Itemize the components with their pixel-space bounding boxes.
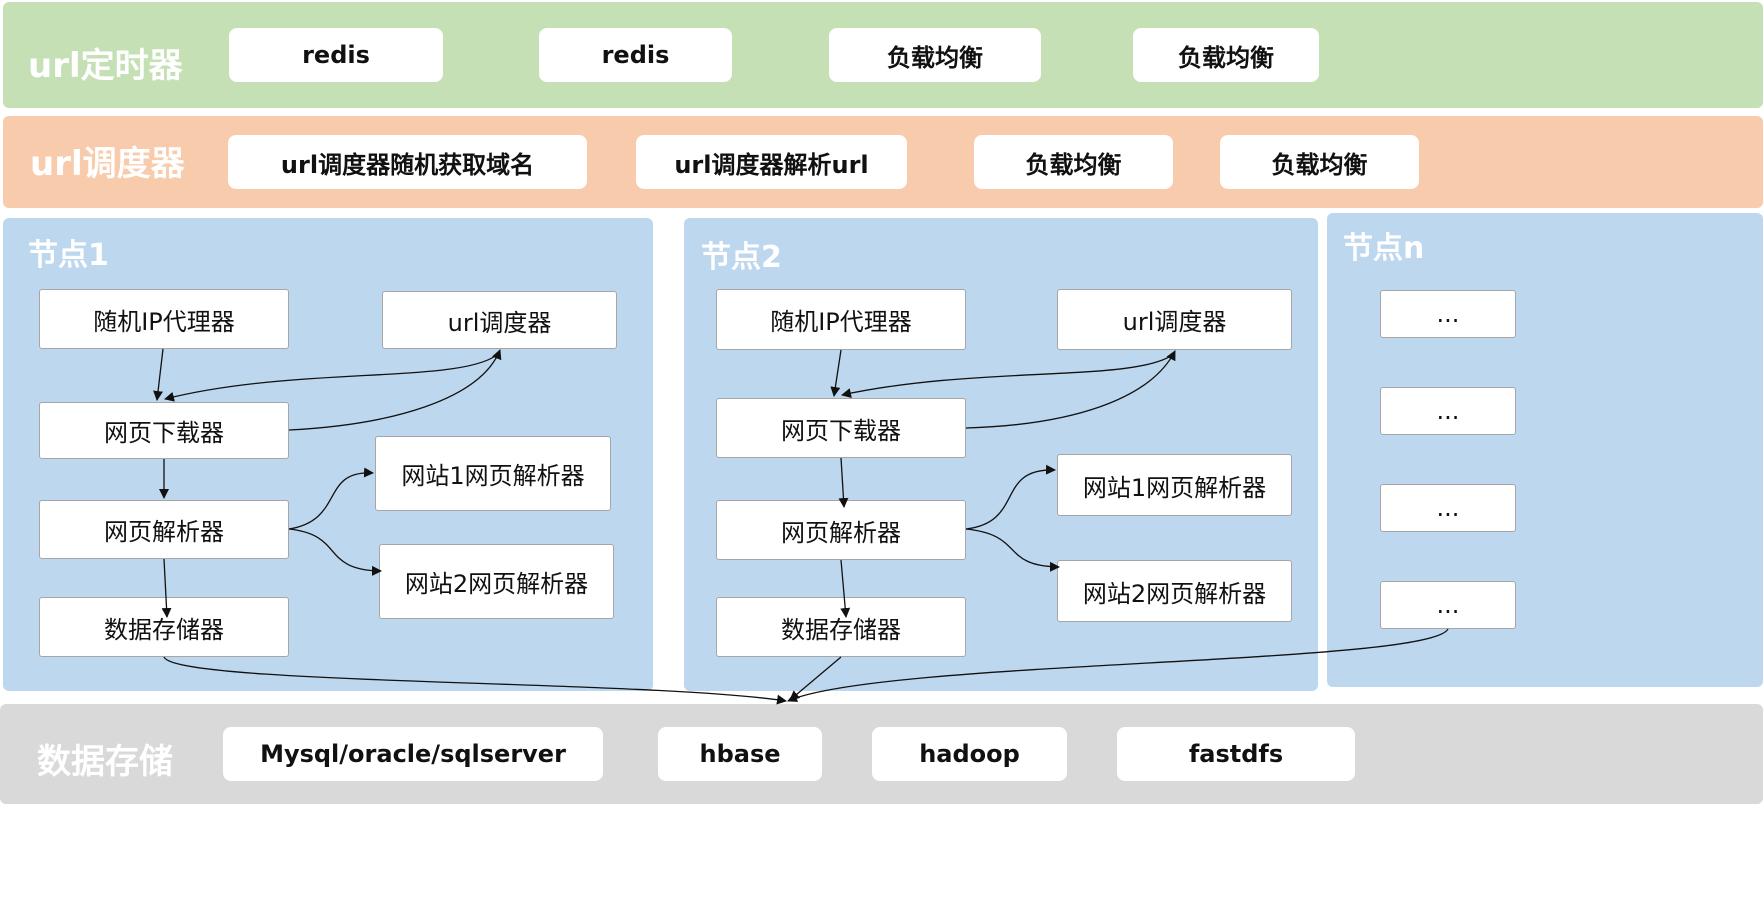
node1-downloader-box: 网页下载器 (39, 402, 289, 459)
node1-url-scheduler-box: url调度器 (382, 291, 617, 349)
storage-fastdfs: fastdfs (1117, 727, 1355, 781)
node2-site2-parser-box: 网站2网页解析器 (1057, 560, 1292, 622)
noden-title: 节点n (1343, 231, 1425, 266)
storage-hadoop: hadoop (872, 727, 1067, 781)
node1-proxy-box: 随机IP代理器 (39, 289, 289, 349)
timer-load-balance-1: 负载均衡 (829, 28, 1041, 82)
url-timer-band: url定时器 redis redis 负载均衡 负载均衡 (3, 2, 1763, 108)
scheduler-load-balance-2: 负载均衡 (1220, 135, 1419, 189)
noden-item-3: ... (1380, 484, 1516, 532)
node1-parser-box: 网页解析器 (39, 500, 289, 559)
node1-title: 节点1 (28, 238, 109, 273)
data-storage-band: 数据存储 Mysql/oracle/sqlserver hbase hadoop… (0, 704, 1763, 804)
node2-proxy-box: 随机IP代理器 (716, 289, 966, 350)
node2-data-store-box: 数据存储器 (716, 597, 966, 657)
node1-site1-parser-box: 网站1网页解析器 (375, 436, 611, 511)
noden-item-2: ... (1380, 387, 1516, 435)
timer-redis-1: redis (229, 28, 443, 82)
noden-item-4: ... (1380, 581, 1516, 629)
scheduler-load-balance-1: 负载均衡 (974, 135, 1173, 189)
scheduler-random-domain: url调度器随机获取域名 (228, 135, 587, 189)
node2-url-scheduler-box: url调度器 (1057, 289, 1292, 350)
storage-mysql: Mysql/oracle/sqlserver (223, 727, 603, 781)
node2-title: 节点2 (701, 240, 782, 275)
node2-parser-box: 网页解析器 (716, 500, 966, 560)
timer-redis-2: redis (539, 28, 732, 82)
node1-site2-parser-box: 网站2网页解析器 (379, 544, 614, 619)
storage-hbase: hbase (658, 727, 822, 781)
node2-downloader-box: 网页下载器 (716, 398, 966, 458)
noden-item-1: ... (1380, 290, 1516, 338)
scheduler-parse-url: url调度器解析url (636, 135, 907, 189)
url-scheduler-band: url调度器 url调度器随机获取域名 url调度器解析url 负载均衡 负载均… (3, 116, 1763, 208)
timer-load-balance-2: 负载均衡 (1133, 28, 1319, 82)
node2-site1-parser-box: 网站1网页解析器 (1057, 454, 1292, 516)
node1-data-store-box: 数据存储器 (39, 597, 289, 657)
url-scheduler-label: url调度器 (30, 144, 185, 184)
data-storage-label: 数据存储 (37, 742, 173, 782)
url-timer-label: url定时器 (28, 46, 183, 86)
